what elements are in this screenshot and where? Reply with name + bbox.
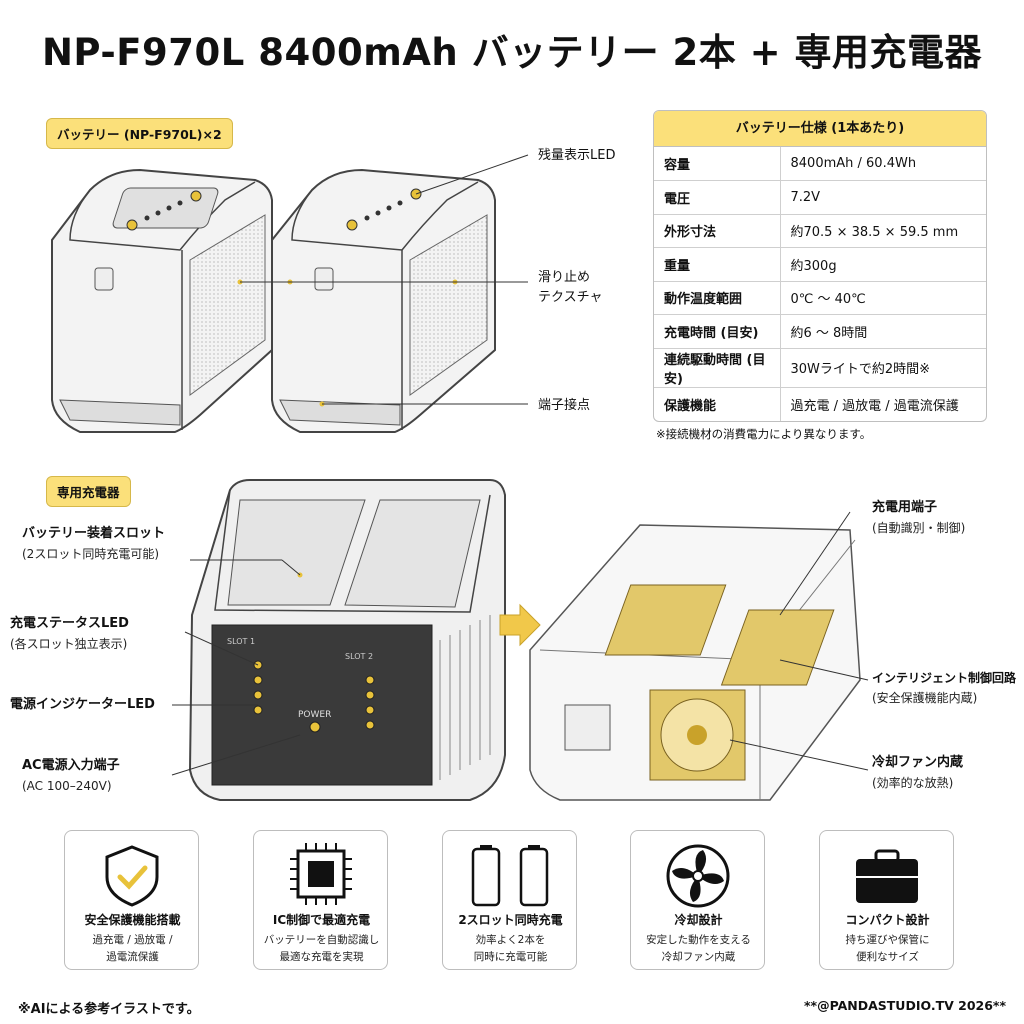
chip-icon <box>290 843 352 905</box>
spec-note: ※接続機材の消費電力により異なります。 <box>656 427 872 441</box>
feature-card: コンパクト設計 持ち運びや保管に 便利なサイズ <box>819 830 954 970</box>
callout-control-circuit: インテリジェント制御回路 (安全保護機能内蔵) <box>872 671 1017 705</box>
callout-slot: バッテリー装着スロット (2スロット同時充電可能) <box>22 526 166 561</box>
callout-texture: 滑り止め テクスチャ <box>538 270 603 305</box>
shield-check-icon <box>105 845 159 907</box>
spec-row: 保護機能過充電 / 過放電 / 過電流保護 <box>654 386 986 421</box>
footer-credit: **@PANDASTUDIO.TV 2026** <box>804 998 1006 1013</box>
panel-slot2-label: SLOT 2 <box>345 652 374 661</box>
callout-power-led: 電源インジケーターLED <box>10 697 155 712</box>
fan-icon <box>666 844 730 908</box>
feature-card: 安全保護機能搭載 過充電 / 過放電 / 過電流保護 <box>64 830 199 970</box>
two-batteries-icon <box>471 845 549 907</box>
spec-row: 外形寸法約70.5 × 38.5 × 59.5 mm <box>654 213 986 248</box>
battery-1 <box>51 168 273 433</box>
case-icon <box>856 849 918 903</box>
callout-led: 残量表示LED <box>538 148 616 163</box>
callout-charge-terminal: 充電用端子 (自動識別・制御) <box>872 500 966 535</box>
panel-slot1-label: SLOT 1 <box>227 637 256 646</box>
footer-disclaimer: ※AIによる参考イラストです。 <box>18 1002 200 1017</box>
charger-internal-illustration <box>529 524 861 801</box>
feature-card: IC制御で最適充電 バッテリーを自動認識し 最適な充電を実現 <box>253 830 388 970</box>
callout-fan: 冷却ファン内蔵 (効率的な放熱) <box>872 755 964 790</box>
callout-status-led: 充電ステータスLED (各スロット独立表示) <box>10 616 129 651</box>
page-title: NP-F970L 8400mAh バッテリー 2本 + 専用充電器 <box>41 31 983 74</box>
battery-section-label: バッテリー (NP-F970L)×2 <box>46 118 233 149</box>
spec-row: 充電時間 (目安)約6 〜 8時間 <box>654 314 986 348</box>
battery-2 <box>271 168 496 433</box>
arrow-icon <box>499 603 541 647</box>
power-label: POWER <box>298 710 332 720</box>
feature-card: 2スロット同時充電 効率よく2本を 同時に充電可能 <box>442 830 577 970</box>
callout-ac-input: AC電源入力端子 (AC 100–240V) <box>22 758 120 793</box>
charger-illustration <box>188 479 506 801</box>
feature-card: 冷却設計 安定した動作を支える 冷却ファン内蔵 <box>630 830 765 970</box>
charger-section-label: 専用充電器 <box>46 476 131 507</box>
spec-row: 連続駆動時間 (目安)30Wライトで約2時間※ <box>654 347 986 387</box>
callout-contacts: 端子接点 <box>538 398 591 413</box>
spec-row: 重量約300g <box>654 247 986 281</box>
spec-header: バッテリー仕様 (1本あたり) <box>654 111 986 147</box>
